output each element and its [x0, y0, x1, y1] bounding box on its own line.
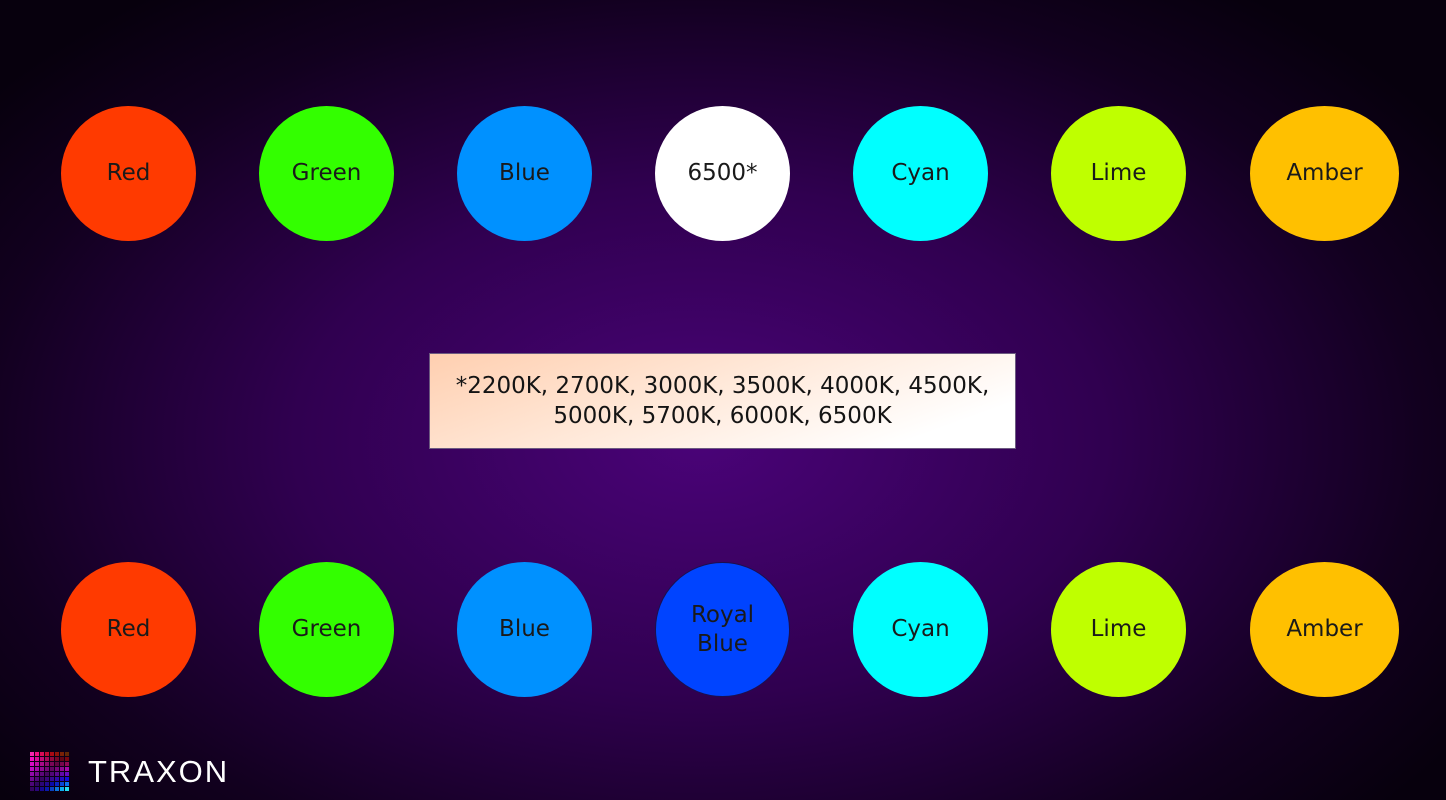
color-circle-blue: Blue	[457, 106, 592, 241]
logo-dot	[55, 752, 59, 756]
logo-dot	[35, 762, 39, 766]
logo-dot	[55, 787, 59, 791]
circle-label: Cyan	[891, 616, 950, 642]
color-circle-amber: Amber	[1250, 562, 1399, 697]
color-circle-green: Green	[259, 562, 394, 697]
color-circle-cyan: Cyan	[853, 106, 988, 241]
logo-dot	[65, 782, 69, 786]
logo-dot	[35, 772, 39, 776]
logo-dot	[50, 772, 54, 776]
logo-dot	[45, 777, 49, 781]
logo-dot	[50, 762, 54, 766]
color-circle-red: Red	[61, 106, 196, 241]
logo-dot	[45, 782, 49, 786]
logo-dot	[40, 762, 44, 766]
logo-dot	[45, 757, 49, 761]
logo-dot	[65, 787, 69, 791]
logo-dot	[30, 767, 34, 771]
color-circle-amber: Amber	[1250, 106, 1399, 241]
circle-label: Cyan	[891, 160, 950, 186]
circle-label: Amber	[1286, 616, 1363, 642]
logo-dot	[35, 777, 39, 781]
circle-label: Amber	[1286, 160, 1363, 186]
logo-dot	[40, 782, 44, 786]
logo-dot	[50, 767, 54, 771]
logo-dot	[50, 757, 54, 761]
logo-dot	[55, 772, 59, 776]
logo-dot	[60, 752, 64, 756]
logo-dot	[45, 772, 49, 776]
logo-dot	[65, 767, 69, 771]
circle-label: Red	[106, 160, 151, 186]
logo-dot	[65, 752, 69, 756]
circle-label: Lime	[1090, 616, 1147, 642]
logo-dot	[40, 787, 44, 791]
logo-dot	[35, 782, 39, 786]
circle-label: Blue	[697, 630, 748, 657]
logo-dot	[55, 762, 59, 766]
logo-dot	[60, 757, 64, 761]
logo-dot	[60, 777, 64, 781]
cct-note-line1: *2200K, 2700K, 3000K, 3500K, 4000K, 4500…	[455, 373, 990, 399]
traxon-logo: TRAXON	[30, 752, 229, 791]
logo-dot	[45, 762, 49, 766]
logo-dot	[40, 772, 44, 776]
logo-dot	[35, 787, 39, 791]
logo-dot	[60, 762, 64, 766]
logo-dot	[45, 787, 49, 791]
logo-dot	[60, 767, 64, 771]
logo-dot	[55, 757, 59, 761]
logo-dot	[30, 782, 34, 786]
color-circle-white-6500: 6500*	[655, 106, 790, 241]
logo-dot	[50, 782, 54, 786]
logo-dot	[45, 767, 49, 771]
circle-label: Blue	[499, 616, 550, 642]
circle-label: Green	[291, 160, 362, 186]
cct-note-box: *2200K, 2700K, 3000K, 3500K, 4000K, 4500…	[429, 353, 1016, 449]
logo-dot	[50, 787, 54, 791]
logo-text: TRAXON	[88, 753, 230, 789]
logo-dot	[55, 767, 59, 771]
logo-dot	[55, 777, 59, 781]
circle-label: Royal	[690, 601, 755, 628]
logo-dot	[60, 782, 64, 786]
circle-label: Blue	[499, 160, 550, 186]
logo-dot	[45, 752, 49, 756]
logo-dot	[30, 777, 34, 781]
logo-dot	[35, 767, 39, 771]
color-circle-lime: Lime	[1051, 562, 1186, 697]
logo-dot	[40, 757, 44, 761]
logo-dot	[35, 757, 39, 761]
logo-dot	[30, 752, 34, 756]
color-circle-blue: Blue	[457, 562, 592, 697]
logo-dot	[60, 787, 64, 791]
logo-dot	[65, 777, 69, 781]
logo-dot	[30, 772, 34, 776]
logo-dot	[35, 752, 39, 756]
circle-label: Green	[291, 616, 362, 642]
color-circle-red: Red	[61, 562, 196, 697]
circle-label: Lime	[1090, 160, 1147, 186]
logo-dot	[55, 782, 59, 786]
logo-dot	[40, 767, 44, 771]
logo-dot-grid-icon	[30, 752, 70, 791]
logo-dot	[50, 752, 54, 756]
color-circle-lime: Lime	[1051, 106, 1186, 241]
logo-dot	[30, 757, 34, 761]
logo-dot	[65, 757, 69, 761]
logo-dot	[60, 772, 64, 776]
circle-label: Red	[106, 616, 151, 642]
logo-dot	[65, 762, 69, 766]
color-circle-cyan: Cyan	[853, 562, 988, 697]
logo-dot	[65, 772, 69, 776]
color-circle-green: Green	[259, 106, 394, 241]
logo-dot	[30, 787, 34, 791]
cct-note-line2: 5000K, 5700K, 6000K, 6500K	[553, 403, 892, 429]
logo-dot	[50, 777, 54, 781]
logo-dot	[40, 752, 44, 756]
logo-dot	[30, 762, 34, 766]
circle-label: 6500*	[687, 160, 758, 186]
logo-dot	[40, 777, 44, 781]
